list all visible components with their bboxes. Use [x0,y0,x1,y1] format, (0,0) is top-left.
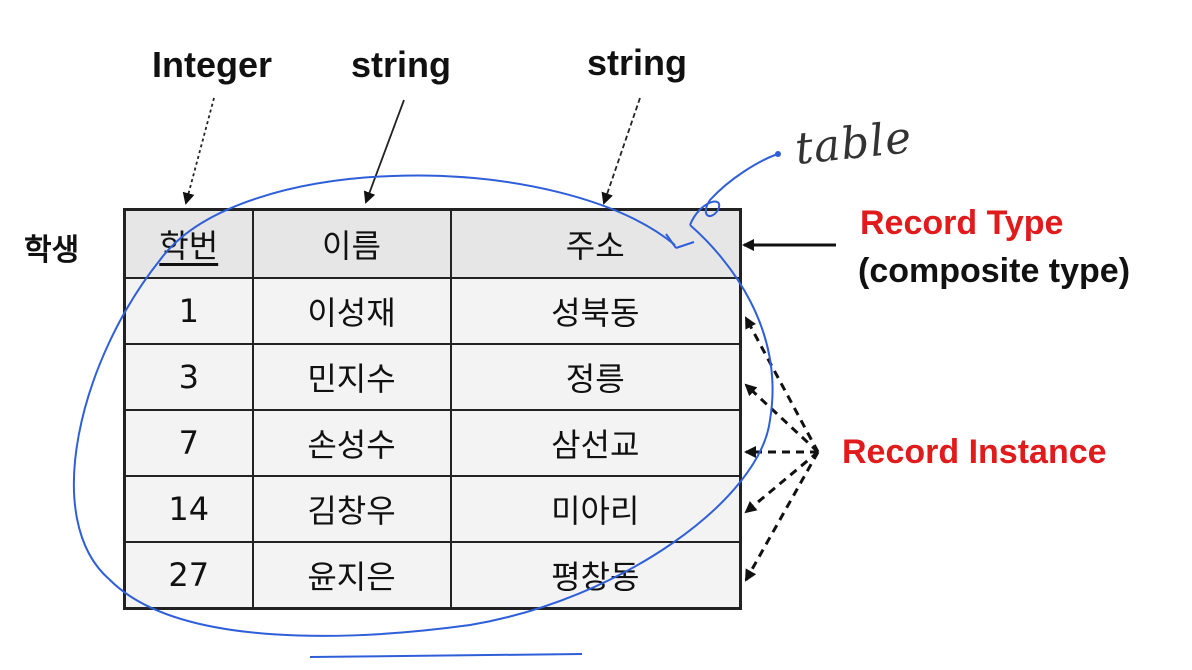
table-row: 1 이성재 성북동 [123,277,742,345]
cell-address: 정릉 [449,343,742,411]
cell-student-id: 1 [123,277,254,345]
type-label-integer: Integer [152,44,273,85]
table-row: 14 김창우 미아리 [123,475,742,543]
student-table: 학번 이름 주소 1 이성재 성북동 3 민지수 정릉 7 손성수 삼선교 14… [123,208,742,610]
table-row: 27 윤지은 평창동 [123,541,742,610]
pen-dot [775,151,781,157]
cell-address: 미아리 [449,475,742,543]
cell-name: 윤지은 [251,541,452,610]
type-arrow-address [601,97,641,205]
cell-address: 평창동 [449,541,742,610]
record-type-sublabel: (composite type) [858,252,1131,290]
pen-underline-stroke [309,653,583,658]
cell-student-id: 27 [123,541,254,610]
type-label-string-address: string [587,42,688,83]
cell-name: 민지수 [251,343,452,411]
cell-student-id: 7 [123,409,254,477]
cell-name: 손성수 [251,409,452,477]
type-label-string-name: string [351,44,452,85]
table-row: 3 민지수 정릉 [123,343,742,411]
cell-student-id: 14 [123,475,254,543]
record-instance-label: Record Instance [842,433,1107,471]
header-cell-address: 주소 [449,208,742,279]
cell-address: 삼선교 [449,409,742,477]
handwritten-table-note: table [792,112,915,175]
cell-name: 김창우 [251,475,452,543]
header-cell-student-id: 학번 [123,208,254,279]
cell-student-id: 3 [123,343,254,411]
key-column-label: 학번 [159,227,219,265]
type-arrow-integer [182,97,215,205]
table-row: 7 손성수 삼선교 [123,409,742,477]
header-cell-name: 이름 [251,208,452,279]
record-instance-arrows [744,316,820,582]
record-type-label: Record Type [860,204,1064,242]
cell-address: 성북동 [449,277,742,345]
cell-name: 이성재 [251,277,452,345]
relation-name: 학생 [24,233,80,268]
type-arrow-name [363,99,405,204]
header-row: 학번 이름 주소 [123,208,742,279]
